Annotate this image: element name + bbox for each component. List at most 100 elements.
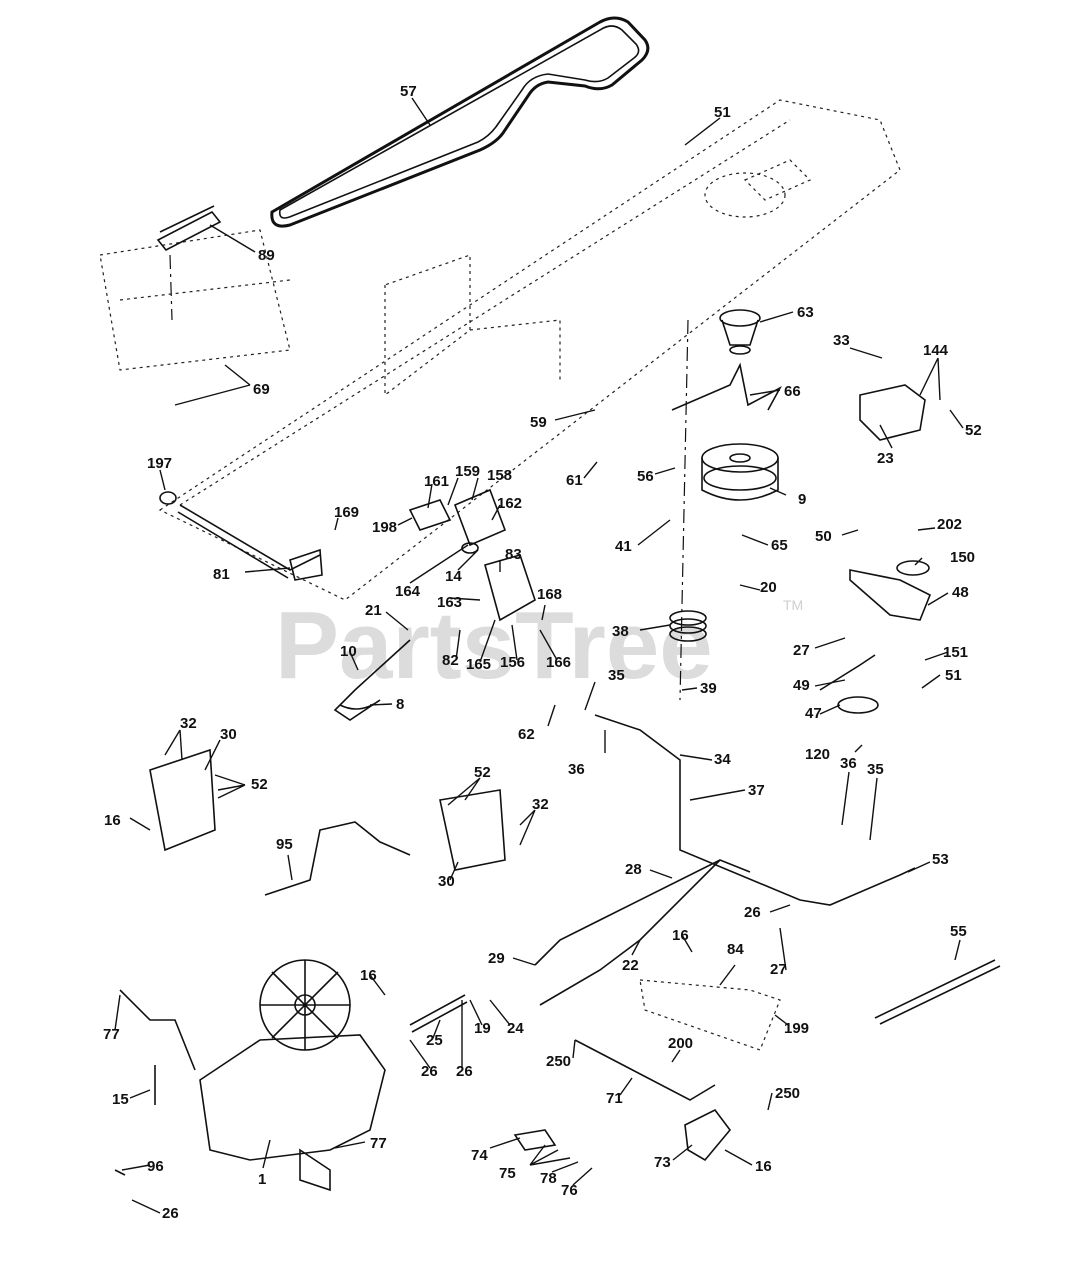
- watermark-trademark: TM: [783, 597, 803, 613]
- callout-27-mid: 27: [770, 961, 787, 978]
- callout-32: 32: [180, 715, 197, 732]
- bracket-144[interactable]: [859, 384, 926, 441]
- chassis-frame: [99, 99, 901, 601]
- callout-61: 61: [566, 472, 583, 489]
- callout-51: 51: [714, 104, 731, 121]
- callout-55: 55: [950, 923, 967, 940]
- callout-198: 198: [372, 519, 397, 536]
- callout-35-right: 35: [867, 761, 884, 778]
- callout-22: 22: [622, 957, 639, 974]
- callout-36-right: 36: [840, 755, 857, 772]
- callout-30-center: 30: [438, 873, 455, 890]
- callout-151: 151: [943, 644, 968, 661]
- callout-162: 162: [497, 495, 522, 512]
- callout-57: 57: [400, 83, 417, 100]
- callout-36: 36: [568, 761, 585, 778]
- callout-150: 150: [950, 549, 975, 566]
- electric-clutch-icon[interactable]: [701, 443, 779, 501]
- callout-76: 76: [561, 1182, 578, 1199]
- callout-15: 15: [112, 1091, 129, 1108]
- callout-71: 71: [606, 1090, 623, 1107]
- callout-158: 158: [487, 467, 512, 484]
- callout-16: 16: [104, 812, 121, 829]
- callout-95: 95: [276, 836, 293, 853]
- callout-168: 168: [537, 586, 562, 603]
- plate-199: [639, 979, 781, 1051]
- callout-77: 77: [103, 1026, 120, 1043]
- callout-25: 25: [426, 1032, 443, 1049]
- spring-38[interactable]: [669, 610, 707, 642]
- callout-labels: 57 51 89 63 33 144 66 69 59 52 23 61 56 …: [103, 83, 982, 1222]
- axle-rod-81[interactable]: [159, 491, 323, 581]
- pulley-63[interactable]: [719, 309, 761, 355]
- callout-81: 81: [213, 566, 230, 583]
- callout-169: 169: [334, 504, 359, 521]
- pedal-pad[interactable]: [156, 205, 222, 252]
- bracket-30-center[interactable]: [439, 789, 506, 871]
- callout-69: 69: [253, 381, 270, 398]
- callout-51-lower: 51: [945, 667, 962, 684]
- idler-arm-48[interactable]: [819, 560, 932, 714]
- rod-71[interactable]: [574, 1039, 716, 1101]
- callout-250-right: 250: [775, 1085, 800, 1102]
- lever-8[interactable]: [333, 639, 411, 721]
- callout-37: 37: [748, 782, 765, 799]
- callout-73: 73: [654, 1154, 671, 1171]
- callout-83: 83: [505, 546, 522, 563]
- callout-21: 21: [365, 602, 382, 619]
- callout-89: 89: [258, 247, 275, 264]
- bracket-73[interactable]: [684, 1108, 732, 1162]
- callout-53: 53: [932, 851, 949, 868]
- callout-82: 82: [442, 652, 459, 669]
- callout-39: 39: [700, 680, 717, 697]
- callout-74: 74: [471, 1147, 488, 1164]
- bracket-30-left[interactable]: [149, 748, 216, 852]
- callout-165: 165: [466, 656, 491, 673]
- rod-95[interactable]: [264, 821, 411, 896]
- axis-line-pedal: [169, 254, 173, 321]
- callout-66: 66: [784, 383, 801, 400]
- rod-28[interactable]: [534, 859, 751, 966]
- callout-63: 63: [797, 304, 814, 321]
- linkage-cluster[interactable]: [408, 488, 536, 622]
- callout-16-lower: 16: [755, 1158, 772, 1175]
- shift-rod-34[interactable]: [594, 714, 916, 906]
- bracket-66[interactable]: [671, 362, 782, 411]
- bolt-96[interactable]: [114, 1169, 126, 1176]
- callout-32-center: 32: [532, 796, 549, 813]
- rod-22[interactable]: [539, 859, 721, 1006]
- callout-166: 166: [546, 654, 571, 671]
- callout-28: 28: [625, 861, 642, 878]
- callout-96: 96: [147, 1158, 164, 1175]
- callout-250: 250: [546, 1053, 571, 1070]
- callout-14: 14: [445, 568, 462, 585]
- callout-9: 9: [798, 491, 806, 508]
- pin-74[interactable]: [513, 1129, 557, 1151]
- v-belt-icon[interactable]: [270, 16, 650, 228]
- callout-26-washer: 26: [456, 1063, 473, 1080]
- callout-34: 34: [714, 751, 731, 768]
- leader-lines: [114, 97, 964, 1214]
- callout-35: 35: [608, 667, 625, 684]
- callout-84: 84: [727, 941, 744, 958]
- spring-25[interactable]: [409, 994, 468, 1033]
- callout-1: 1: [258, 1171, 266, 1188]
- callout-48: 48: [952, 584, 969, 601]
- callout-20: 20: [760, 579, 777, 596]
- callout-164: 164: [395, 583, 421, 600]
- callout-156: 156: [500, 654, 525, 671]
- callout-52-left: 52: [251, 776, 268, 793]
- callout-202: 202: [937, 516, 962, 533]
- callout-38: 38: [612, 623, 629, 640]
- callout-26: 26: [744, 904, 761, 921]
- transaxle-assembly[interactable]: [119, 959, 386, 1192]
- callout-26-bottom: 26: [162, 1205, 179, 1222]
- callout-8: 8: [396, 696, 404, 713]
- spring-55[interactable]: [874, 959, 1001, 1025]
- callout-23: 23: [877, 450, 894, 467]
- callout-16-mid: 16: [672, 927, 689, 944]
- callout-52-center: 52: [474, 764, 491, 781]
- callout-56: 56: [637, 468, 654, 485]
- callout-197: 197: [147, 455, 172, 472]
